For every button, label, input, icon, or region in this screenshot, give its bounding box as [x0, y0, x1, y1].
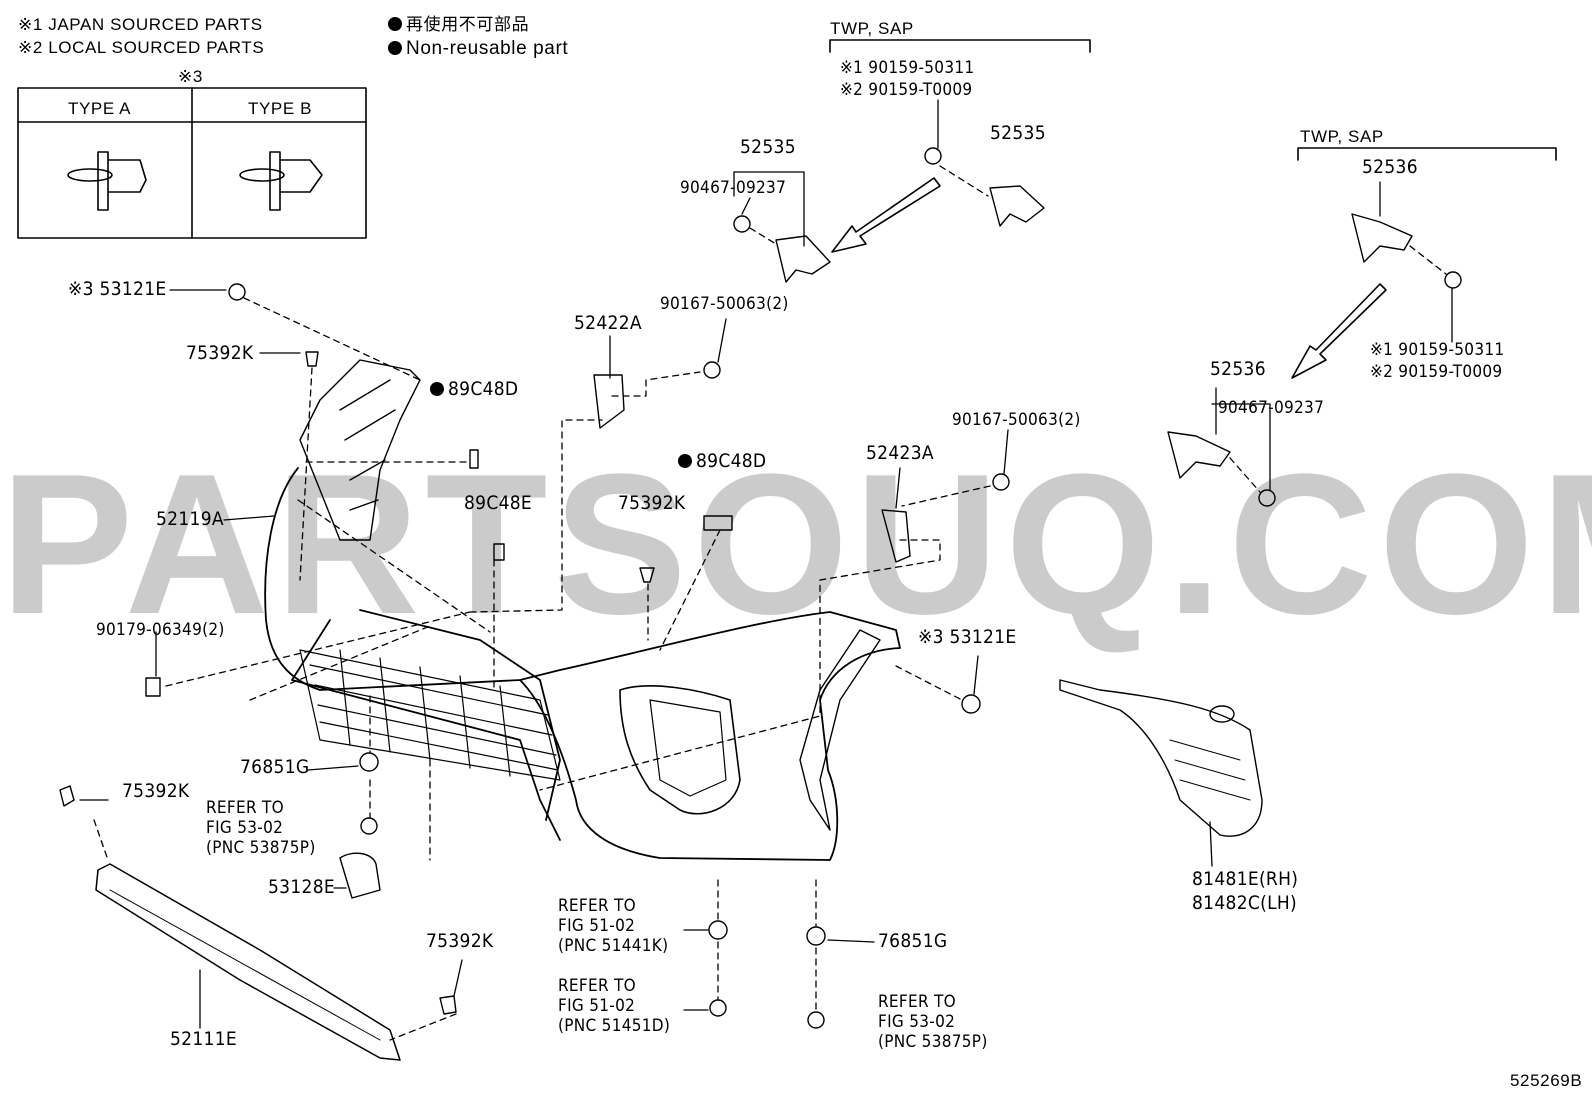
right-side-panel — [799, 629, 881, 831]
refer-to-label[interactable]: FIG 51-02 — [558, 996, 636, 1016]
refer-to-label[interactable]: FIG 53-02 — [206, 818, 284, 838]
part-label[interactable]: ※2 90159-T0009 — [840, 80, 973, 100]
fog-lamp-cover — [1059, 679, 1263, 837]
non-reusable-dot-icon — [430, 382, 444, 396]
part-label[interactable]: 81481E(RH) — [1192, 868, 1299, 890]
part-label[interactable]: 90167-50063(2) — [952, 410, 1081, 430]
part-label[interactable]: 52423A — [866, 442, 934, 464]
part-label[interactable]: 52535 — [990, 122, 1046, 144]
part-label[interactable]: 53128E — [268, 876, 335, 898]
part-label[interactable]: ※1 90159-50311 — [1370, 340, 1505, 360]
part-label[interactable]: 81482C(LH) — [1192, 892, 1298, 914]
refer-to-label[interactable]: REFER TO — [558, 976, 637, 996]
refer-to-label[interactable]: FIG 53-02 — [878, 1012, 956, 1032]
part-label[interactable]: 76851G — [878, 930, 948, 952]
part-label[interactable]: ※1 90159-50311 — [840, 58, 975, 78]
group-bracket-2 — [1297, 147, 1557, 161]
fog-lamp-recess — [619, 685, 741, 815]
part-label[interactable]: 89C48D — [430, 380, 518, 399]
refer-to-label[interactable]: (PNC 53875P) — [206, 838, 316, 858]
part-label[interactable]: 52111E — [170, 1028, 237, 1050]
part-label[interactable]: 90179-06349(2) — [96, 620, 225, 640]
part-label[interactable]: 89C48E — [464, 492, 533, 514]
type-b-clip-icon — [239, 151, 323, 211]
type-a-clip-icon — [67, 151, 147, 211]
type-b-label: TYPE B — [248, 99, 313, 118]
part-label[interactable]: 52535 — [740, 136, 796, 158]
part-label[interactable]: ※3 53121E — [68, 278, 167, 300]
part-label[interactable]: 90467-09237 — [1218, 398, 1325, 418]
type-a-label: TYPE A — [68, 99, 132, 118]
lower-grille-mesh — [299, 649, 561, 781]
refer-to-label[interactable]: (PNC 53875P) — [878, 1032, 988, 1052]
part-label[interactable]: 52536 — [1362, 156, 1418, 178]
non-reusable-dot-icon — [388, 17, 402, 31]
refer-to-label[interactable]: REFER TO — [878, 992, 957, 1012]
part-label[interactable]: 52119A — [156, 508, 224, 530]
non-reusable-dot-icon — [388, 41, 402, 55]
part-label[interactable]: 52422A — [574, 312, 642, 334]
non-reusable-dot-icon — [678, 454, 692, 468]
lower-spoiler — [95, 863, 401, 1061]
arrow-icon — [1291, 283, 1387, 379]
part-label[interactable]: 90167-50063(2) — [660, 294, 789, 314]
part-label[interactable]: 76851G — [240, 756, 310, 778]
arrow-icon — [831, 177, 941, 253]
leader-lines — [79, 99, 1453, 1029]
group-header-twp-sap: TWP, SAP — [830, 19, 914, 38]
part-label[interactable]: ※3 53121E — [918, 626, 1017, 648]
legend-non-reusable-jp: 再使用不可部品 — [388, 16, 529, 33]
refer-to-label[interactable]: (PNC 51441K) — [558, 936, 669, 956]
part-label[interactable]: 75392K — [122, 780, 190, 802]
part-label[interactable]: 90467-09237 — [680, 178, 787, 198]
part-label[interactable]: 75392K — [426, 930, 494, 952]
refer-to-label[interactable]: FIG 51-02 — [558, 916, 636, 936]
refer-to-label[interactable]: (PNC 51451D) — [558, 1016, 671, 1036]
part-label[interactable]: 75392K — [186, 342, 254, 364]
part-label[interactable]: 75392K — [618, 492, 686, 514]
legend-non-reusable-en: Non-reusable part — [388, 39, 568, 58]
type-table — [17, 87, 367, 239]
part-label[interactable]: 89C48D — [678, 452, 766, 471]
group-header-twp-sap: TWP, SAP — [1300, 127, 1384, 146]
figure-code: 525269B — [1510, 1071, 1583, 1090]
dashed-assembly-lines — [93, 165, 1447, 1041]
legend-japan-sourced: ※1 JAPAN SOURCED PARTS — [18, 15, 263, 34]
bumper-cover-outline — [264, 467, 901, 861]
type-table-mark: ※3 — [178, 67, 203, 86]
left-retainer-bracket — [299, 359, 421, 541]
group-bracket-1 — [829, 39, 1091, 53]
legend-local-sourced: ※2 LOCAL SOURCED PARTS — [18, 38, 265, 57]
refer-to-label[interactable]: REFER TO — [558, 896, 637, 916]
part-label[interactable]: ※2 90159-T0009 — [1370, 362, 1503, 382]
refer-to-label[interactable]: REFER TO — [206, 798, 285, 818]
side-brackets — [775, 185, 1413, 479]
part-label[interactable]: 52536 — [1210, 358, 1266, 380]
